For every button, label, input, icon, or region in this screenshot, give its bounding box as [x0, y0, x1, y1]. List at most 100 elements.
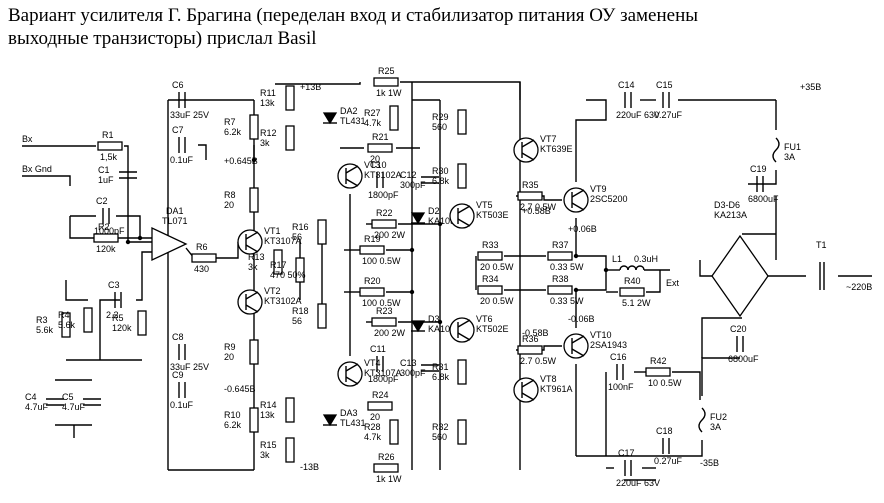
transistor-body [563, 333, 589, 359]
component-c4: C44.7uF [25, 392, 64, 412]
component-ref-vt5: VT5 [476, 200, 493, 210]
transistor-collector [245, 231, 259, 240]
junction-dot [137, 235, 143, 241]
transistor-collector [345, 363, 359, 372]
transistor-emitter [521, 392, 535, 401]
component-value-r22: 200 2W [374, 230, 406, 240]
component-value-vt10: 2SA1943 [590, 340, 627, 350]
component-ref-r3: R3 [36, 315, 48, 325]
resistor-symbol [137, 310, 147, 336]
component-value-r17: 470 50% [270, 270, 306, 280]
component-ref-r7: R7 [224, 117, 236, 127]
component-ref-r33: R33 [482, 240, 499, 250]
component-value-vt5: KT503E [476, 210, 509, 220]
component-ref-c10: C10 [370, 160, 387, 170]
schematic-components: R11,5kC11uFC21000pFR2120kR35.6kR45.6kC32… [25, 66, 827, 488]
component-value-c5: 4.7uF [62, 402, 86, 412]
component-ref-r30: R30 [432, 166, 449, 176]
component-ref-vt2: VT2 [264, 286, 281, 296]
component-c7: C70.1uF [170, 125, 194, 165]
component-ref-c11: C11 [370, 344, 386, 354]
transistor-collector [245, 291, 259, 300]
diode-symbol [322, 112, 338, 125]
component-ref-c2: C2 [96, 196, 108, 206]
inductor-coil [635, 265, 645, 271]
resistor-symbol [273, 249, 283, 275]
transistor-body [237, 289, 263, 315]
component-ref-r22: R22 [376, 208, 393, 218]
component-ref-c13: C13 [400, 358, 417, 368]
component-value-c9: 0.1uF [170, 400, 194, 410]
transistor-body [449, 203, 475, 229]
component-ref-r27: R27 [364, 108, 381, 118]
component-value-r36: 2.7 0.5W [520, 356, 557, 366]
component-ref-r32: R32 [432, 422, 449, 432]
component-r7: R76.2k [224, 114, 259, 140]
wire [680, 440, 703, 457]
component-ref-r2: R2 [98, 222, 110, 232]
junction-dot [573, 287, 579, 293]
node-label-vp35: +35B [800, 82, 821, 92]
component-value-r25: 1k 1W [376, 88, 402, 98]
component-value-c3: 2.2 [106, 310, 119, 320]
wire [99, 299, 120, 360]
component-value-r13: 3k [248, 262, 258, 272]
component-c3: C32.2 [106, 280, 122, 320]
component-ref-d2: D2 [428, 206, 440, 216]
wire [574, 255, 607, 291]
resistor-symbol [367, 401, 393, 411]
junction-dot [437, 319, 443, 325]
component-ref-r19: R19 [364, 234, 381, 244]
node-label-vminus_op: -0.645B [224, 384, 256, 394]
transistor-collector [521, 139, 535, 148]
transistor-emitter [245, 244, 259, 253]
component-ref-c20: C20 [730, 324, 747, 334]
component-ref-r34: R34 [482, 274, 499, 284]
component-ref-r16: R16 [292, 222, 309, 232]
component-ref-vt4: VT4 [364, 358, 381, 368]
component-value-r2: 120k [96, 244, 116, 254]
component-ref-r40: R40 [624, 276, 641, 286]
component-value-da2: TL431 [340, 116, 366, 126]
caption-line-1: Вариант усилителя Г. Брагина (переделан … [8, 5, 699, 26]
component-value-r7: 6.2k [224, 127, 242, 137]
junction-dot [603, 267, 609, 273]
component-value-r34: 20 0.5W [480, 296, 514, 306]
component-ref-d3: D3 [428, 314, 440, 324]
resistor-symbol [389, 105, 399, 131]
resistor-symbol [191, 253, 217, 263]
transistor-emitter [457, 332, 471, 341]
diode-symbol [322, 414, 338, 427]
component-value-c15: 0.27uF [654, 110, 683, 120]
component-value-r35: 2.7 0.5W [520, 202, 557, 212]
component-r3: R35.6k [36, 312, 71, 338]
component-ref-vt8: VT8 [540, 374, 557, 384]
transistor-body [237, 229, 263, 255]
bridge-symbol [711, 234, 769, 318]
resistor-symbol [619, 287, 645, 297]
resistor-symbol [317, 303, 327, 329]
wire [575, 99, 607, 182]
